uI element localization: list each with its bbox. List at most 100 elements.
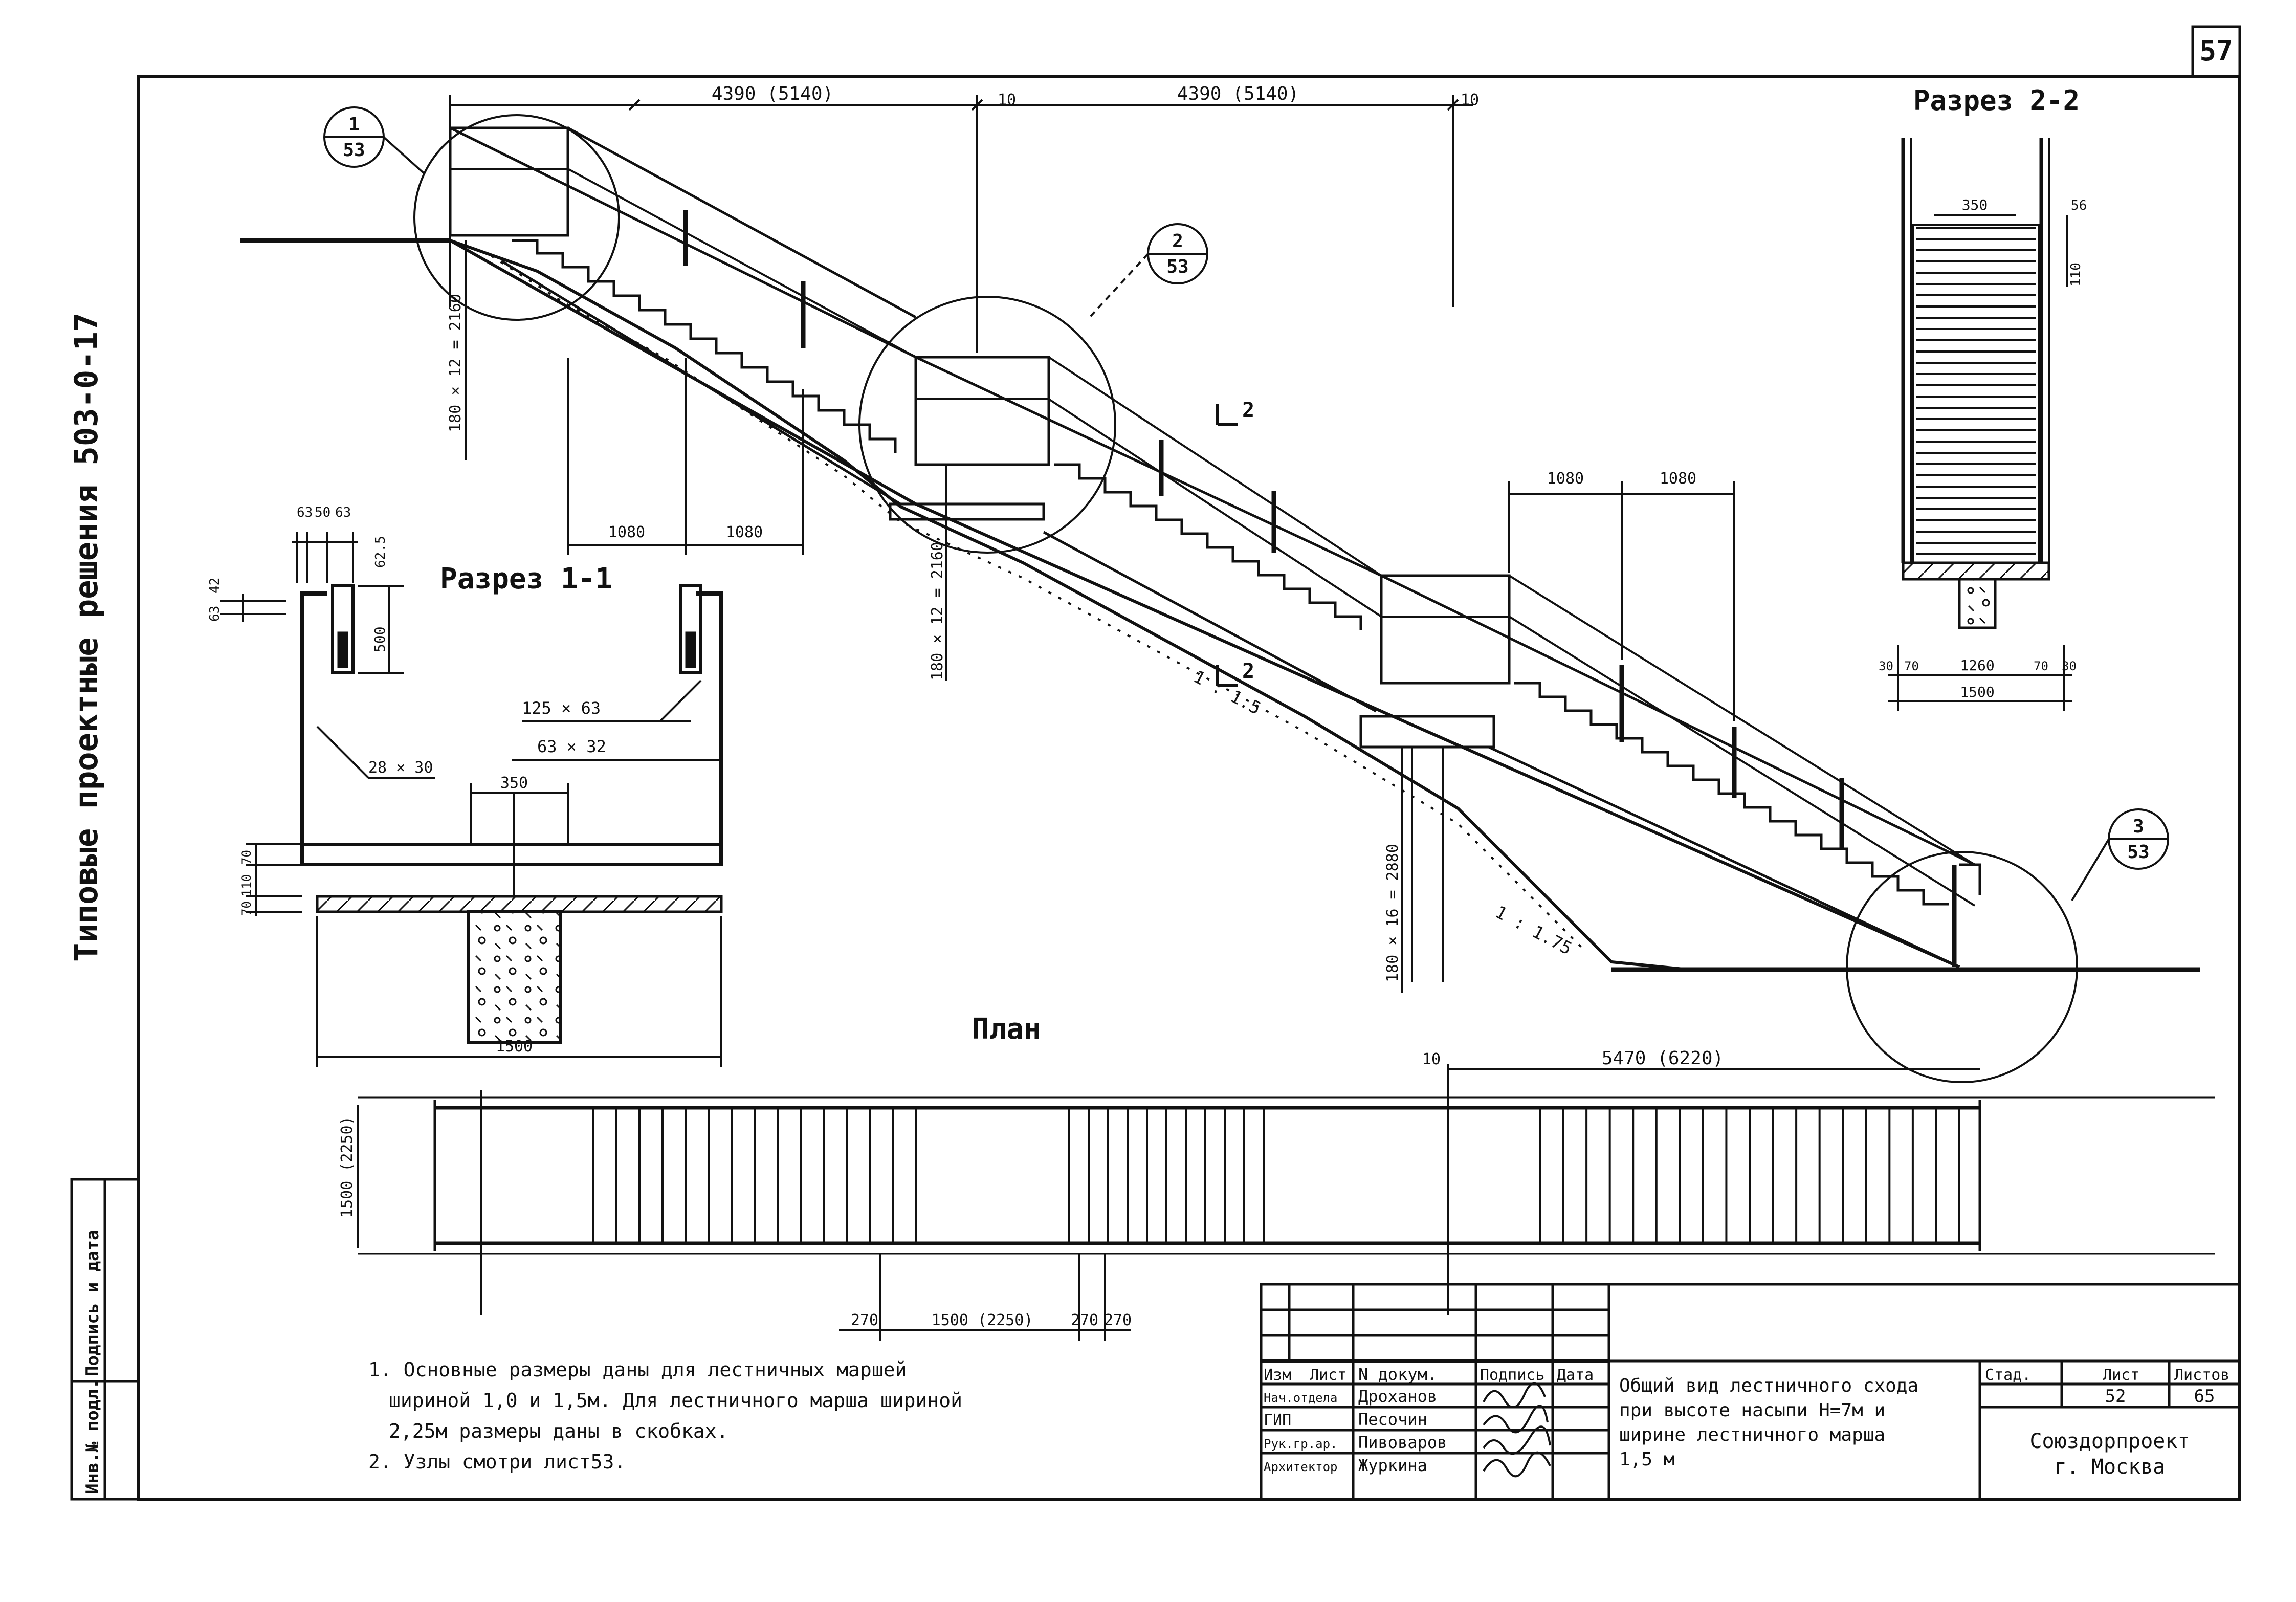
tb-header-list: Лист — [1310, 1366, 1346, 1384]
left-signature-strip — [70, 1178, 140, 1501]
plan-dim-270a: 270 — [851, 1311, 878, 1329]
section-2-title: Разрез 2-2 — [1913, 84, 2080, 117]
s2-dim-30a: 30 — [1879, 659, 1893, 673]
dim-flight-3: 1080 — [1547, 470, 1584, 488]
note-line-4: 2. Узлы смотри лист53. — [368, 1451, 626, 1473]
s2-dim-56: 56 — [2071, 198, 2087, 213]
s2-dim-1260: 1260 — [1960, 657, 1994, 674]
dim-flight-4: 1080 — [1660, 470, 1696, 488]
callout-1-top: 1 — [348, 114, 360, 135]
dim-top-4: 10 — [1461, 91, 1479, 109]
plan-dim-10: 10 — [1422, 1050, 1441, 1068]
tb-description-2: при высоте насыпи Н=7м и — [1619, 1400, 1885, 1421]
strip-inventory-label: Инв.№ подл. — [82, 1379, 103, 1494]
plan-dim-width: 1500 (2250) — [338, 1116, 356, 1218]
section-1-title: Разрез 1-1 — [440, 562, 612, 596]
series-title: Типовые проектные решения 503-0-17 — [68, 313, 105, 962]
s2-dim-110: 110 — [2068, 262, 2084, 287]
callout-3-top: 3 — [2133, 816, 2144, 837]
s1-dim-63a: 63 — [297, 505, 313, 520]
s1-dim-70b: 70 — [239, 901, 254, 916]
s1-dim-1500: 1500 — [496, 1038, 533, 1056]
tb-role-2: ГИП — [1264, 1411, 1291, 1429]
dim-flight-1: 1080 — [608, 523, 645, 541]
s1-dim-28x30: 28 × 30 — [368, 759, 433, 777]
tb-name-1: Дроханов — [1358, 1387, 1437, 1406]
tb-stage-header: Стад. — [1985, 1366, 2031, 1384]
stair-elevation — [240, 114, 2200, 1083]
note-line-1: 1. Основные размеры даны для лестничных … — [368, 1358, 907, 1381]
tb-role-1: Нач.отдела — [1264, 1391, 1338, 1405]
flight-dimensions — [567, 358, 1735, 721]
detail-callouts — [323, 106, 2169, 902]
s2-dim-350: 350 — [1962, 196, 1988, 213]
tb-organization-2: г. Москва — [2055, 1455, 2166, 1479]
section-2-treads — [1916, 227, 2036, 555]
tb-sheet-header: Лист — [2103, 1366, 2139, 1384]
plan-dim-5470: 5470 (6220) — [1602, 1048, 1724, 1069]
tb-header-izm: Изм — [1264, 1366, 1291, 1384]
dim-top-1: 4390 (5140) — [712, 83, 833, 104]
plan-dim-1500: 1500 (2250) — [932, 1311, 1033, 1329]
s2-dim-70b: 70 — [2034, 659, 2048, 673]
cut-marks — [1216, 404, 1238, 687]
tb-description-1: Общий вид лестничного схода — [1619, 1375, 1918, 1396]
dim-vertical-1: 180 × 12 = 2160 — [447, 294, 465, 432]
cut-mark-lower: 2 — [1242, 660, 1254, 683]
dim-top-3: 4390 (5140) — [1177, 83, 1299, 104]
callout-3-bottom: 53 — [2127, 842, 2149, 863]
cut-mark-upper: 2 — [1242, 399, 1254, 422]
plan-dim-270c: 270 — [1104, 1311, 1132, 1329]
tb-name-3: Пивоваров — [1358, 1433, 1447, 1452]
s1-dim-500: 500 — [371, 626, 388, 652]
dim-flight-2: 1080 — [726, 523, 763, 541]
s1-dim-63c: 63 — [207, 606, 223, 622]
s1-dim-63b: 63 — [335, 505, 351, 520]
s2-dim-1500: 1500 — [1960, 684, 1994, 700]
tb-header-date: Дата — [1557, 1366, 1594, 1384]
title-block — [1260, 1283, 2241, 1501]
section-2-drawing — [1888, 138, 2072, 711]
callout-2-top: 2 — [1172, 231, 1183, 252]
signatures — [1483, 1382, 1551, 1478]
sheet-frame — [137, 25, 2241, 1501]
tb-header-sign: Подпись — [1480, 1366, 1544, 1384]
s1-dim-50: 50 — [315, 505, 330, 520]
s1-dim-63x32: 63 × 32 — [537, 737, 606, 756]
top-dimensions — [449, 95, 1473, 353]
note-line-2: шириной 1,0 и 1,5м. Для лестничного марш… — [389, 1389, 962, 1412]
plan-bottom-dim-line — [839, 1254, 1131, 1341]
vertical-dimensions — [465, 240, 1403, 993]
s1-dim-62-5: 62.5 — [373, 536, 388, 568]
notes: 1. Основные размеры даны для лестничных … — [368, 1358, 962, 1473]
s1-dim-42: 42 — [207, 578, 223, 594]
section-1-drawing — [220, 532, 723, 1067]
s1-dim-350: 350 — [500, 774, 528, 792]
s1-dim-110: 110 — [239, 874, 254, 896]
s2-dim-30b: 30 — [2062, 659, 2077, 673]
tb-sheets-header: Листов — [2174, 1366, 2229, 1384]
s1-dim-125x63: 125 × 63 — [522, 698, 601, 718]
callout-2-bottom: 53 — [1166, 256, 1188, 277]
dim-top-2: 10 — [998, 91, 1016, 109]
tb-role-3: Рук.гр.ар. — [1264, 1437, 1338, 1451]
page-number: 57 — [2199, 35, 2233, 67]
dim-vertical-2: 180 × 12 = 2160 — [929, 542, 946, 681]
tb-name-4: Журкина — [1358, 1456, 1427, 1475]
plan-treads — [592, 1108, 1960, 1243]
tb-organization-1: Союздорпроект — [2029, 1430, 2190, 1453]
tb-description-3: ширине лестничного марша — [1619, 1424, 1885, 1445]
s1-dim-70a: 70 — [239, 850, 254, 865]
dim-vertical-3: 180 × 16 = 2880 — [1384, 844, 1402, 982]
slope-2: 1 : 1.75 — [1492, 902, 1575, 959]
strip-signature-label: Подпись и дата — [82, 1230, 103, 1376]
plan-dim-270b: 270 — [1071, 1311, 1098, 1329]
plan-drawing — [357, 1064, 2215, 1315]
note-line-3: 2,25м размеры даны в скобках. — [389, 1420, 728, 1442]
tb-description-4: 1,5 м — [1619, 1449, 1674, 1470]
plan-title: План — [972, 1013, 1041, 1046]
tb-name-2: Песочин — [1358, 1410, 1427, 1429]
tb-header-doc: N докум. — [1358, 1365, 1437, 1384]
tb-role-4: Архитектор — [1264, 1460, 1338, 1474]
